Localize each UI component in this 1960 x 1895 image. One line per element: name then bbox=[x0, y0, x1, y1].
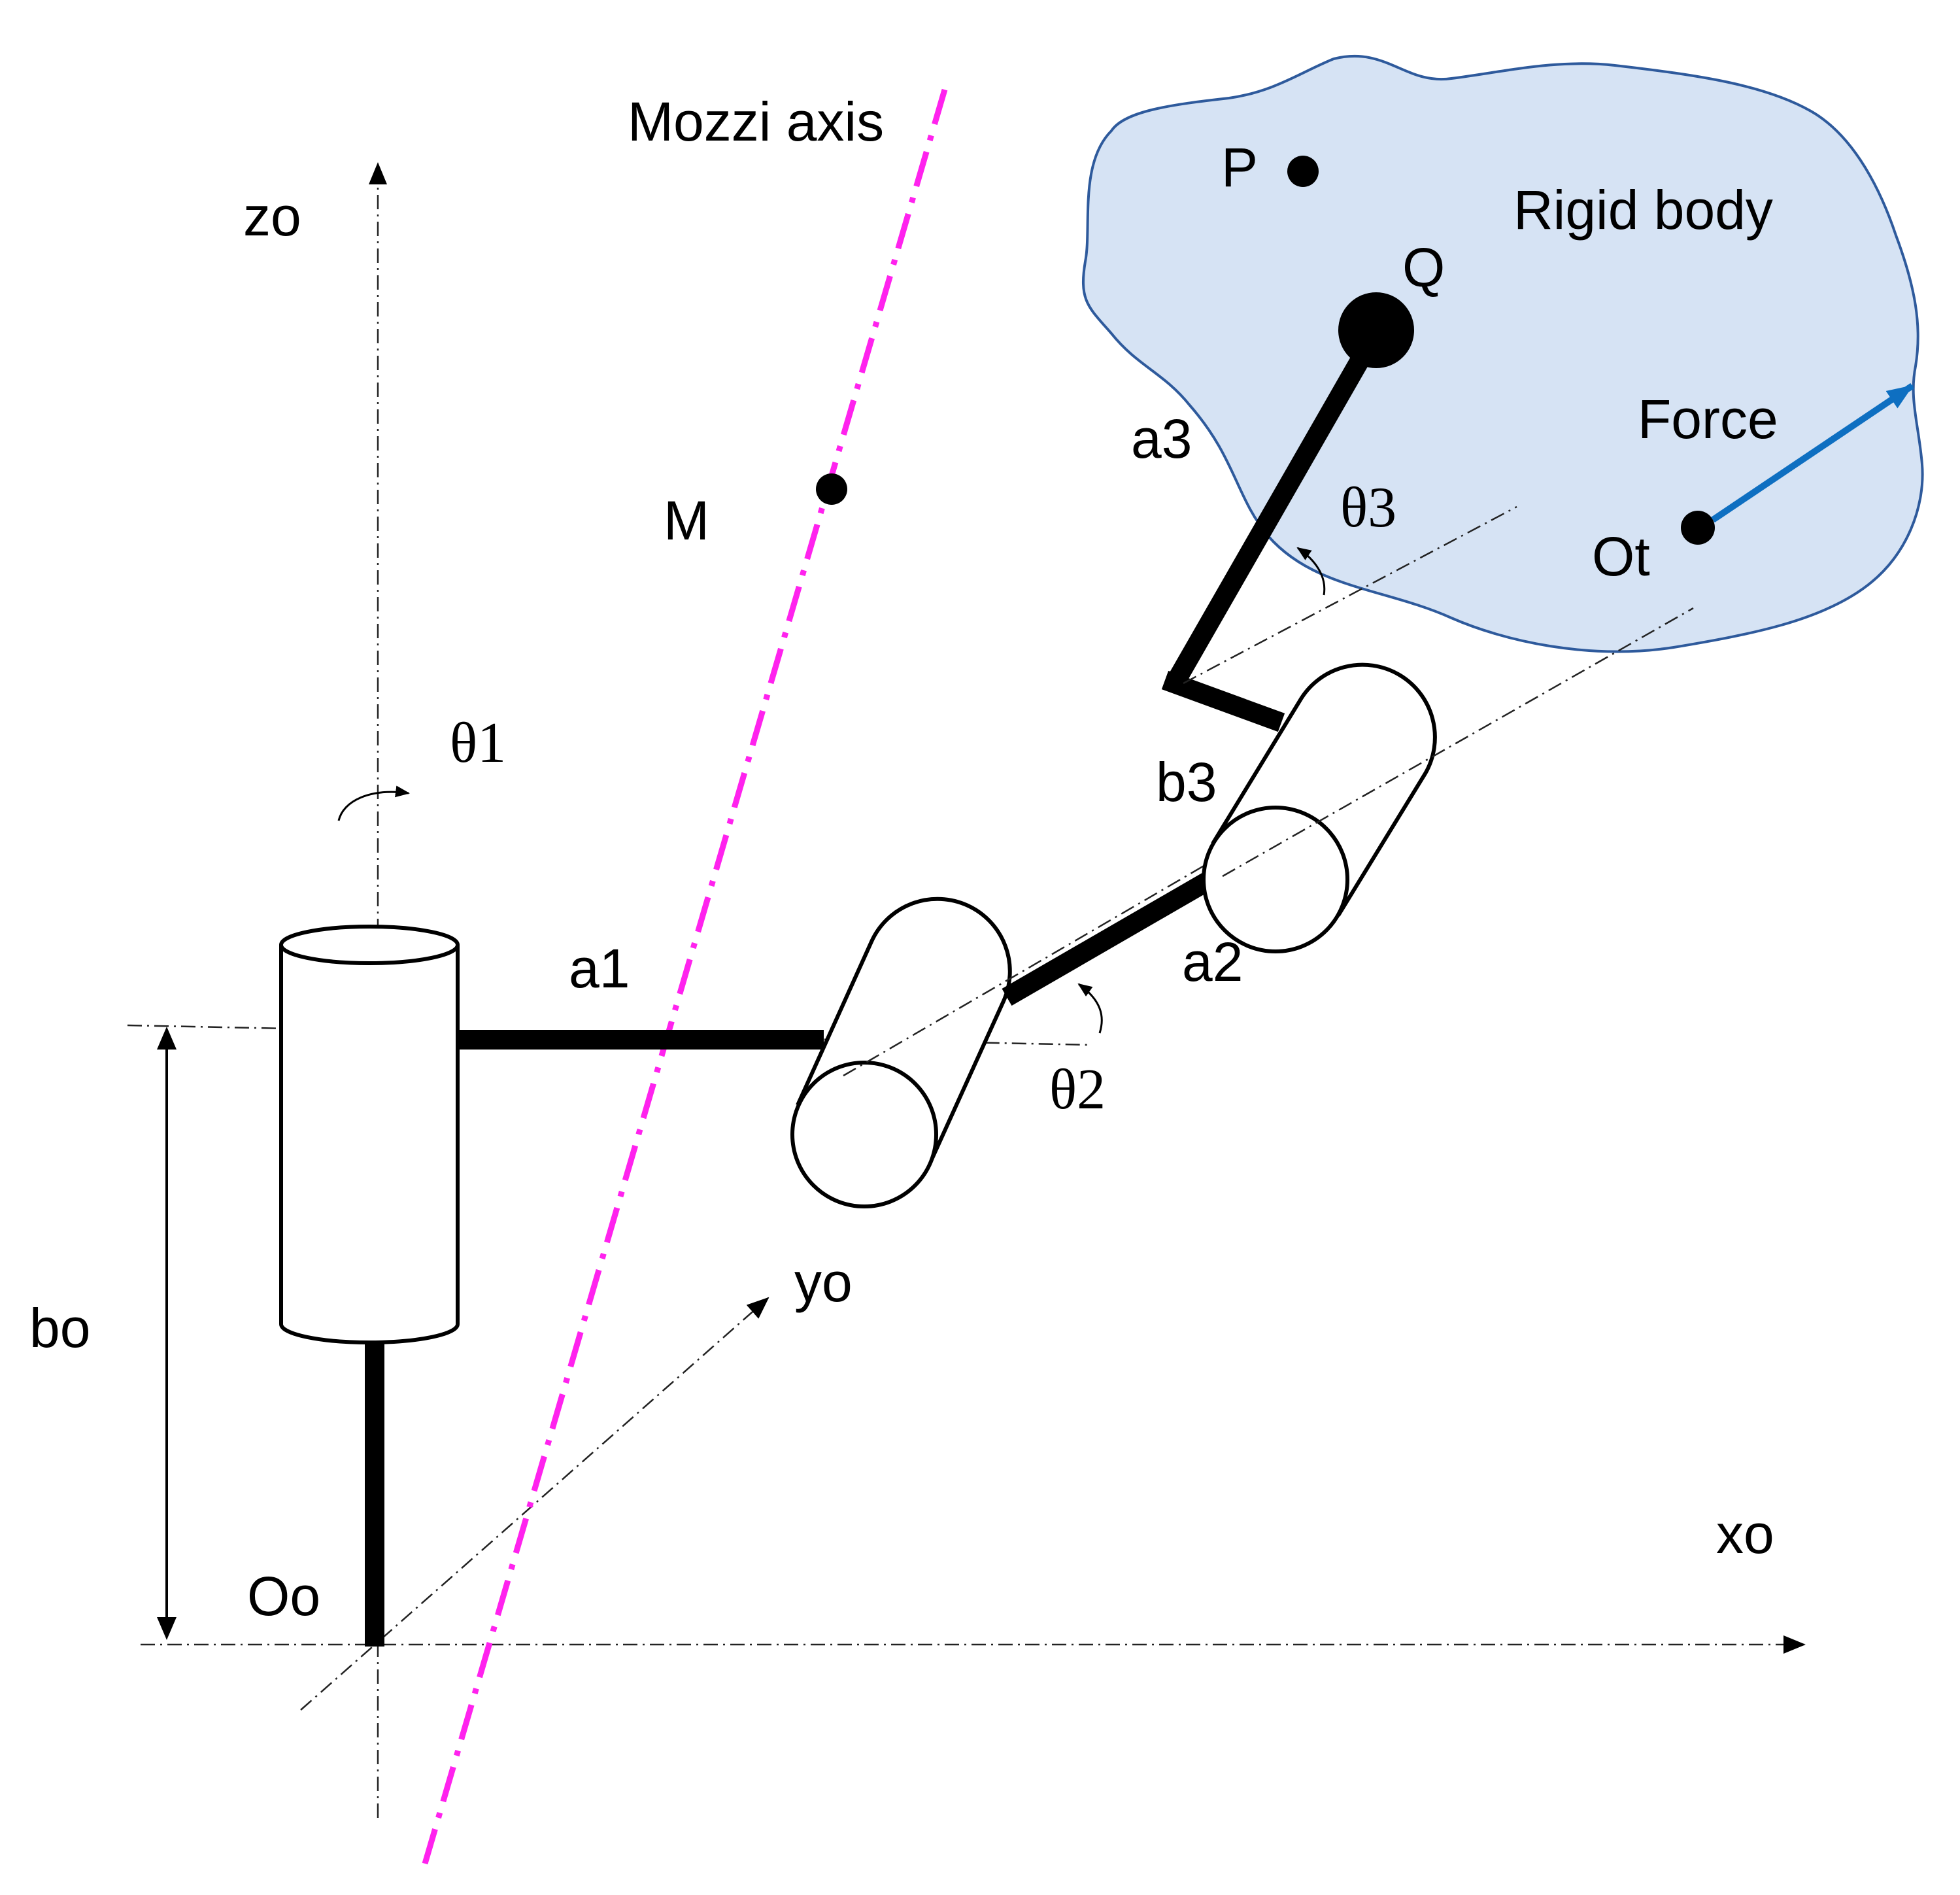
label-mozzi-axis: Mozzi axis bbox=[628, 91, 884, 152]
label-oo: Oo bbox=[247, 1565, 320, 1627]
point-q bbox=[1338, 292, 1414, 368]
label-force: Force bbox=[1638, 388, 1778, 450]
label-q: Q bbox=[1402, 237, 1445, 298]
rigid-body bbox=[1082, 54, 1924, 653]
mozzi-axis bbox=[422, 77, 951, 1865]
point-m bbox=[816, 473, 847, 505]
label-bo: bo bbox=[29, 1297, 90, 1359]
point-p bbox=[1287, 156, 1319, 187]
theta2-rotation-arrow bbox=[1077, 983, 1103, 1034]
joint3-cylinder bbox=[1202, 662, 1437, 953]
label-zo: zo bbox=[243, 186, 301, 247]
link-a3 bbox=[1164, 335, 1381, 691]
label-ot: Ot bbox=[1592, 526, 1650, 587]
joint2-axis bbox=[843, 842, 1243, 1077]
point-ot bbox=[1681, 511, 1715, 545]
label-a1: a1 bbox=[569, 938, 630, 999]
label-xo: xo bbox=[1716, 1503, 1774, 1565]
bo-arrow-bottom bbox=[157, 1617, 177, 1640]
a3-reference-line bbox=[1183, 505, 1517, 685]
theta3-rotation-arrow bbox=[1296, 547, 1326, 596]
label-b3: b3 bbox=[1156, 751, 1217, 813]
link-b3 bbox=[1161, 670, 1285, 732]
joint2-cylinder bbox=[790, 896, 1012, 1208]
force-arrow bbox=[1711, 383, 1914, 523]
label-theta1: θ1 bbox=[450, 711, 506, 775]
link-a2 bbox=[1002, 868, 1221, 1006]
joint3-axis bbox=[1222, 607, 1694, 878]
label-a2: a2 bbox=[1182, 931, 1243, 993]
yo-axis bbox=[300, 1297, 769, 1711]
label-p: P bbox=[1221, 137, 1258, 198]
label-theta3: θ3 bbox=[1340, 476, 1396, 539]
base-cylinder bbox=[279, 925, 460, 1344]
theta1-rotation-arrow bbox=[337, 785, 410, 821]
label-m: M bbox=[664, 490, 709, 551]
label-theta2: θ2 bbox=[1049, 1058, 1106, 1121]
label-a3: a3 bbox=[1131, 408, 1192, 469]
label-rigid-body: Rigid body bbox=[1513, 179, 1773, 241]
label-yo: yo bbox=[794, 1252, 853, 1313]
bo-arrow-top bbox=[157, 1027, 177, 1050]
